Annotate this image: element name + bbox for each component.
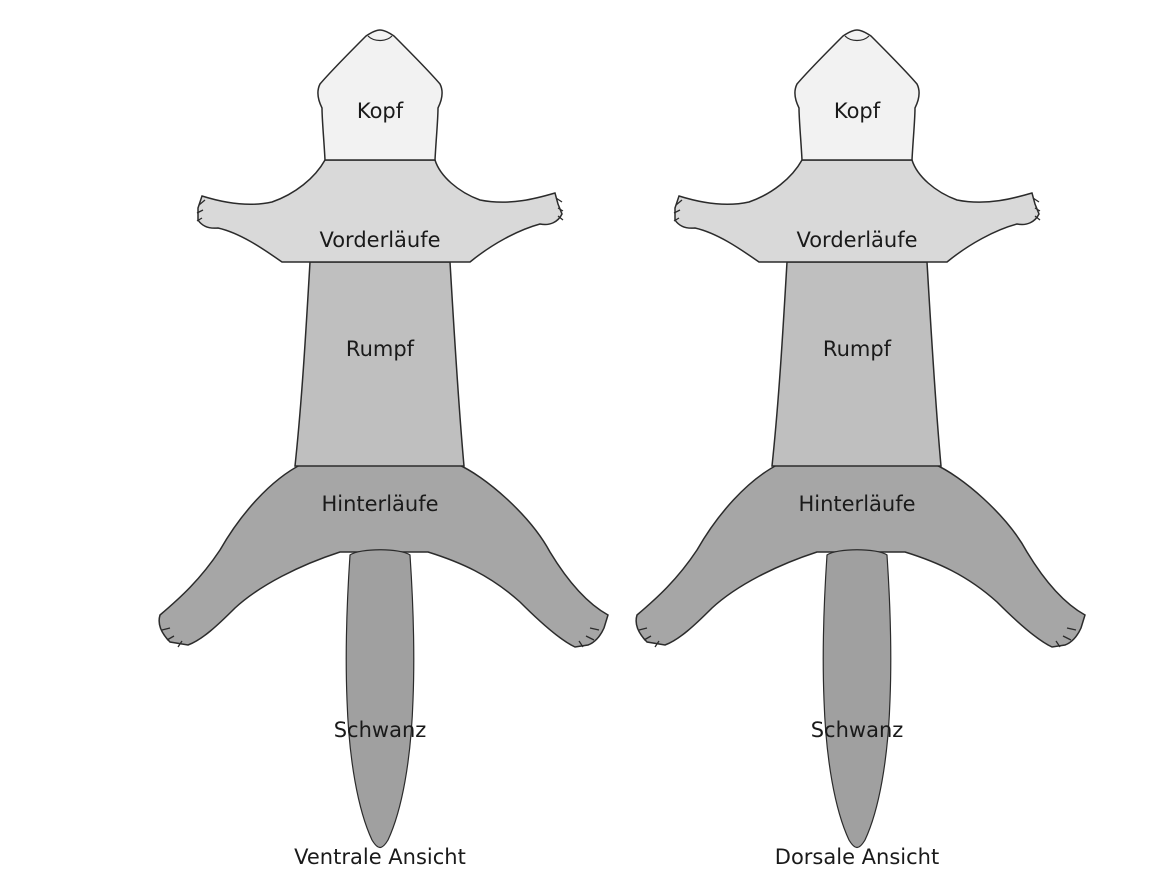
ventral-label-forelegs: Vorderläufe — [319, 228, 440, 252]
dorsal-label-hindlegs: Hinterläufe — [798, 492, 915, 516]
dorsal-label-head: Kopf — [834, 99, 881, 123]
ventral-caption: Ventrale Ansicht — [294, 845, 466, 869]
dorsal-label-tail: Schwanz — [811, 718, 904, 742]
ventral-label-hindlegs: Hinterläufe — [321, 492, 438, 516]
ventral-pelt-figure: Kopf Vorderläufe Rumpf Hinterläufe Schwa… — [159, 30, 608, 869]
dorsal-pelt-figure: Kopf Vorderläufe Rumpf Hinterläufe Schwa… — [636, 30, 1085, 869]
ventral-label-head: Kopf — [357, 99, 404, 123]
dorsal-caption: Dorsale Ansicht — [775, 845, 939, 869]
ventral-label-trunk: Rumpf — [346, 337, 415, 361]
dorsal-label-forelegs: Vorderläufe — [796, 228, 917, 252]
dorsal-label-trunk: Rumpf — [823, 337, 892, 361]
ventral-label-tail: Schwanz — [334, 718, 427, 742]
